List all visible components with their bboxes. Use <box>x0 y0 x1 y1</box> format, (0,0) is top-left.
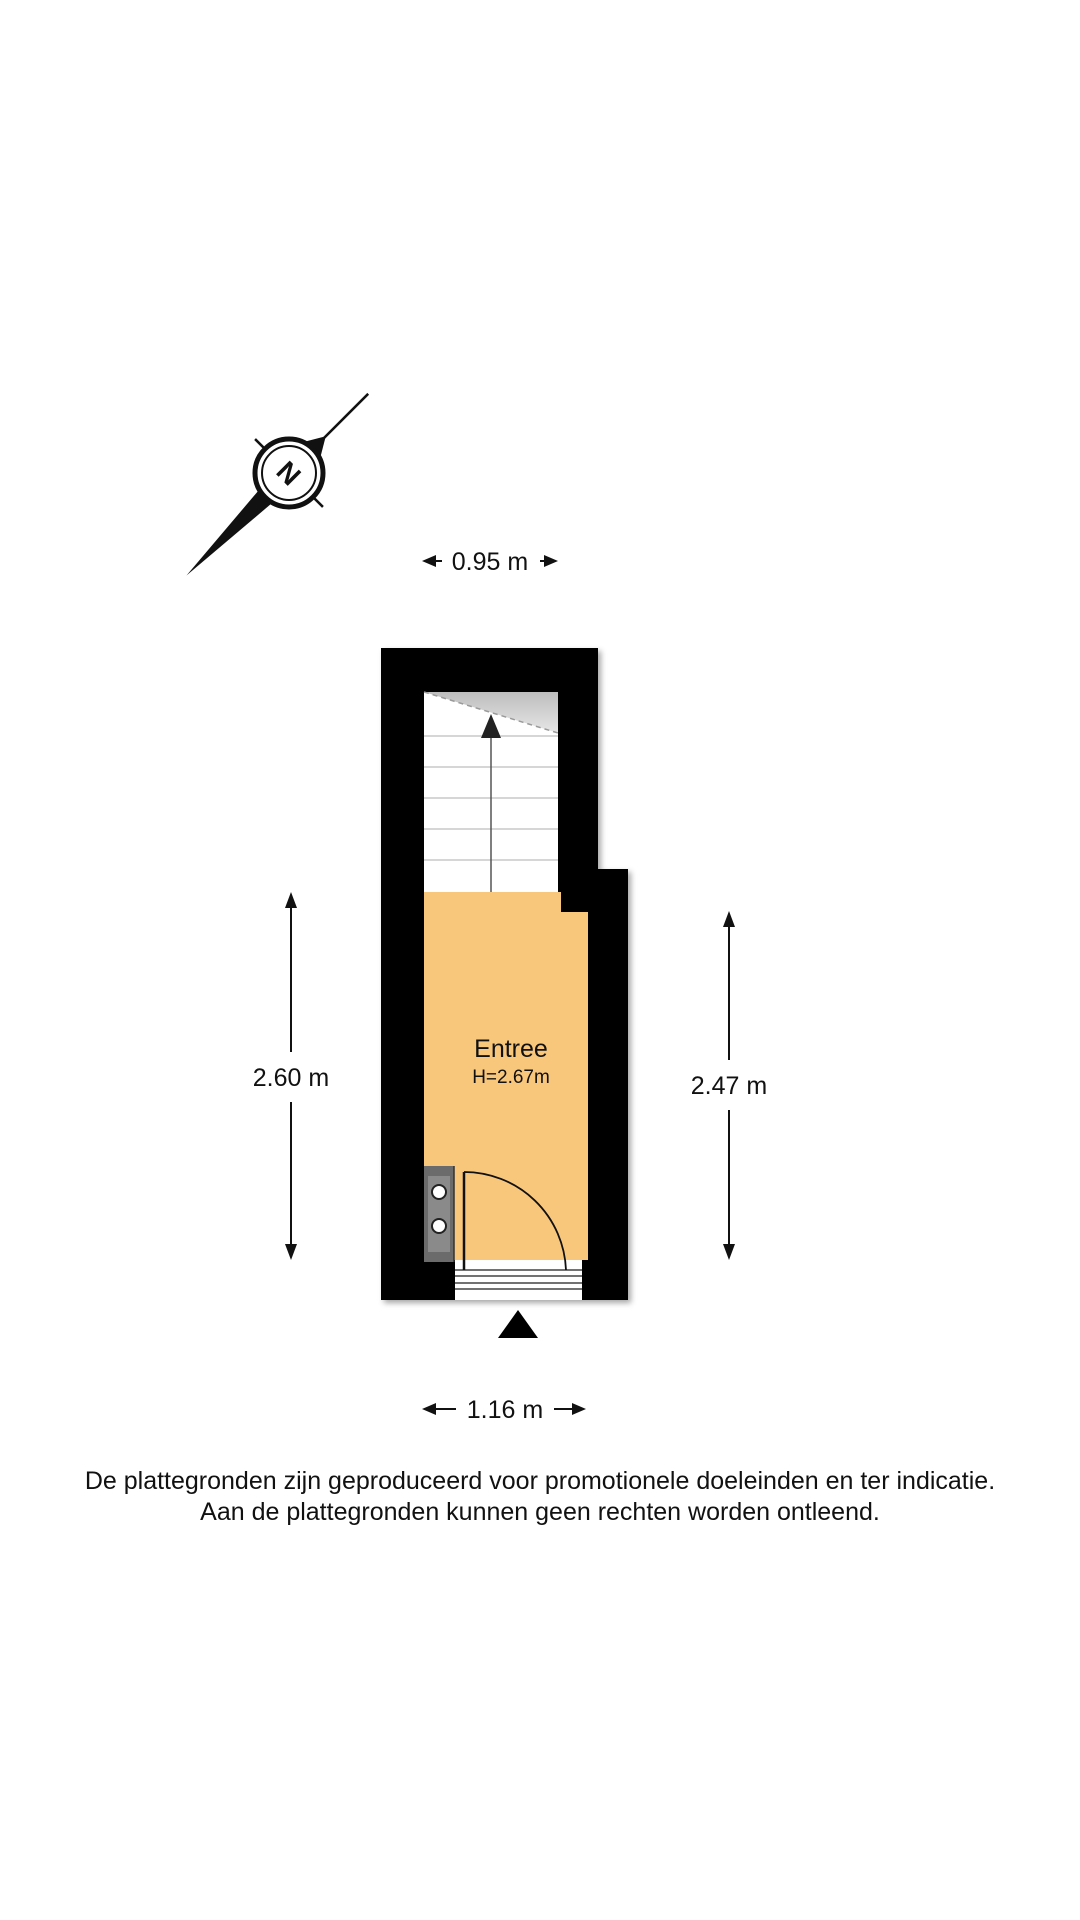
arrow-down-icon <box>723 1244 735 1260</box>
dimension-bottom-width: 1.16 m <box>422 1396 586 1424</box>
door-swing-arc <box>463 1171 567 1271</box>
dimension-label-left: 2.60 m <box>253 1064 329 1092</box>
arrow-left-icon <box>422 555 436 567</box>
arrow-right-icon <box>572 1403 586 1415</box>
stair-top-shade <box>424 692 558 733</box>
dimension-top-width: 0.95 m <box>422 548 558 576</box>
meter-dial-icon <box>431 1184 447 1200</box>
dimension-label-right: 2.47 m <box>691 1072 767 1100</box>
arrow-up-icon <box>723 911 735 927</box>
compass: N <box>186 392 370 576</box>
entrance-door <box>455 1171 582 1300</box>
disclaimer: De plattegronden zijn geproduceerd voor … <box>0 1466 1080 1528</box>
arrow-right-icon <box>544 555 558 567</box>
meter-cupboard <box>424 1166 455 1262</box>
arrow-down-icon <box>285 1244 297 1260</box>
compass-ring-icon <box>252 436 326 510</box>
arrow-left-icon <box>422 1403 436 1415</box>
stair-direction-arrow-icon <box>481 714 501 738</box>
door-opening <box>455 1260 582 1300</box>
disclaimer-line-1: De plattegronden zijn geproduceerd voor … <box>84 1467 996 1495</box>
entrance-arrow-icon <box>498 1310 538 1338</box>
arrow-up-icon <box>285 892 297 908</box>
dimension-right-length: 2.47 m <box>691 911 767 1260</box>
dimension-label-bottom: 1.16 m <box>467 1396 543 1424</box>
dimension-left-length: 2.60 m <box>253 892 329 1260</box>
room-label-height: H=2.67m <box>472 1067 550 1088</box>
dimension-label-top: 0.95 m <box>452 548 528 576</box>
disclaimer-line-2: Aan de plattegronden kunnen geen rechten… <box>200 1498 880 1526</box>
compass-inner-ring <box>261 445 317 501</box>
room-floor-entree <box>424 892 588 1260</box>
staircase <box>423 691 559 892</box>
room-label-name: Entree <box>474 1035 548 1063</box>
meter-dial-icon <box>431 1218 447 1234</box>
